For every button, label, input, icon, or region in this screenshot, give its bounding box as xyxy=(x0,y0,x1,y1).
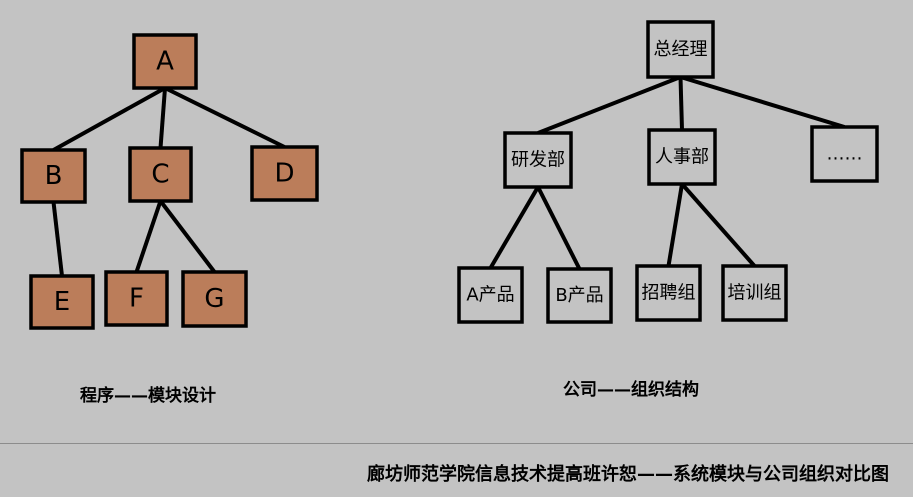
org-node-label: 招聘组 xyxy=(642,283,696,304)
org-node-pb: B产品 xyxy=(546,267,613,324)
module-node-box xyxy=(20,148,87,204)
org-node-px: 培训组 xyxy=(721,264,788,322)
org-tree-caption: 公司——组织结构 xyxy=(563,380,699,400)
org-node-label: A产品 xyxy=(466,285,514,306)
module-node-F: F xyxy=(104,270,169,327)
org-node-box xyxy=(503,131,573,189)
module-edge-C-G xyxy=(158,199,217,274)
module-node-label: C xyxy=(151,160,169,190)
org-node-label: 总经理 xyxy=(654,39,708,60)
module-node-box xyxy=(132,33,198,90)
module-tree-caption: 程序——模块设计 xyxy=(80,386,216,406)
org-node-gm: 总经理 xyxy=(646,20,715,79)
org-node-label: B产品 xyxy=(555,285,603,306)
footer-title: 廊坊师范学院信息技术提高班许恕——系统模块与公司组织对比图 xyxy=(367,464,889,485)
org-edge-gm-more xyxy=(679,75,846,129)
module-edge-A-B xyxy=(52,86,166,152)
module-node-label: E xyxy=(54,287,70,317)
footer-divider xyxy=(0,443,913,444)
org-edge-rd-pb xyxy=(536,186,582,270)
module-node-box xyxy=(128,146,193,203)
module-edge-C-F xyxy=(134,200,163,273)
org-edge-hr-zp xyxy=(666,183,684,267)
org-node-box xyxy=(635,264,702,322)
module-node-box xyxy=(250,145,319,202)
module-node-label: F xyxy=(129,284,144,314)
module-node-label: B xyxy=(45,161,63,191)
org-node-box xyxy=(647,128,717,186)
module-edge-B-E xyxy=(51,201,64,277)
org-node-more: …… xyxy=(810,125,879,183)
org-edge-gm-rd xyxy=(537,75,682,135)
module-node-label: D xyxy=(274,159,294,189)
module-node-box xyxy=(104,270,169,327)
module-node-label: G xyxy=(204,284,224,314)
module-node-A: A xyxy=(132,33,198,90)
module-edge-A-C xyxy=(158,87,167,149)
module-node-C: C xyxy=(128,146,193,203)
org-edge-gm-hr xyxy=(678,76,684,131)
org-node-label: 研发部 xyxy=(511,150,565,171)
module-edge-A-D xyxy=(164,86,286,149)
org-edge-hr-px xyxy=(680,182,756,268)
module-node-label: A xyxy=(156,47,174,77)
org-node-box xyxy=(810,125,879,183)
module-node-box xyxy=(29,274,95,330)
module-node-E: E xyxy=(29,274,95,330)
module-node-D: D xyxy=(250,145,319,202)
org-node-box xyxy=(721,264,788,322)
org-node-box xyxy=(457,266,524,324)
org-node-label: 人事部 xyxy=(655,147,709,168)
org-node-label: 培训组 xyxy=(728,283,782,304)
org-node-box xyxy=(646,20,715,79)
org-node-rd: 研发部 xyxy=(503,131,573,189)
org-edge-rd-pa xyxy=(488,185,540,270)
module-node-box xyxy=(181,270,248,328)
org-node-hr: 人事部 xyxy=(647,128,717,186)
module-node-B: B xyxy=(20,148,87,204)
org-node-box xyxy=(546,267,613,324)
org-node-pa: A产品 xyxy=(457,266,524,324)
org-node-zp: 招聘组 xyxy=(635,264,702,322)
org-node-label: …… xyxy=(827,144,863,165)
module-node-G: G xyxy=(181,270,248,328)
